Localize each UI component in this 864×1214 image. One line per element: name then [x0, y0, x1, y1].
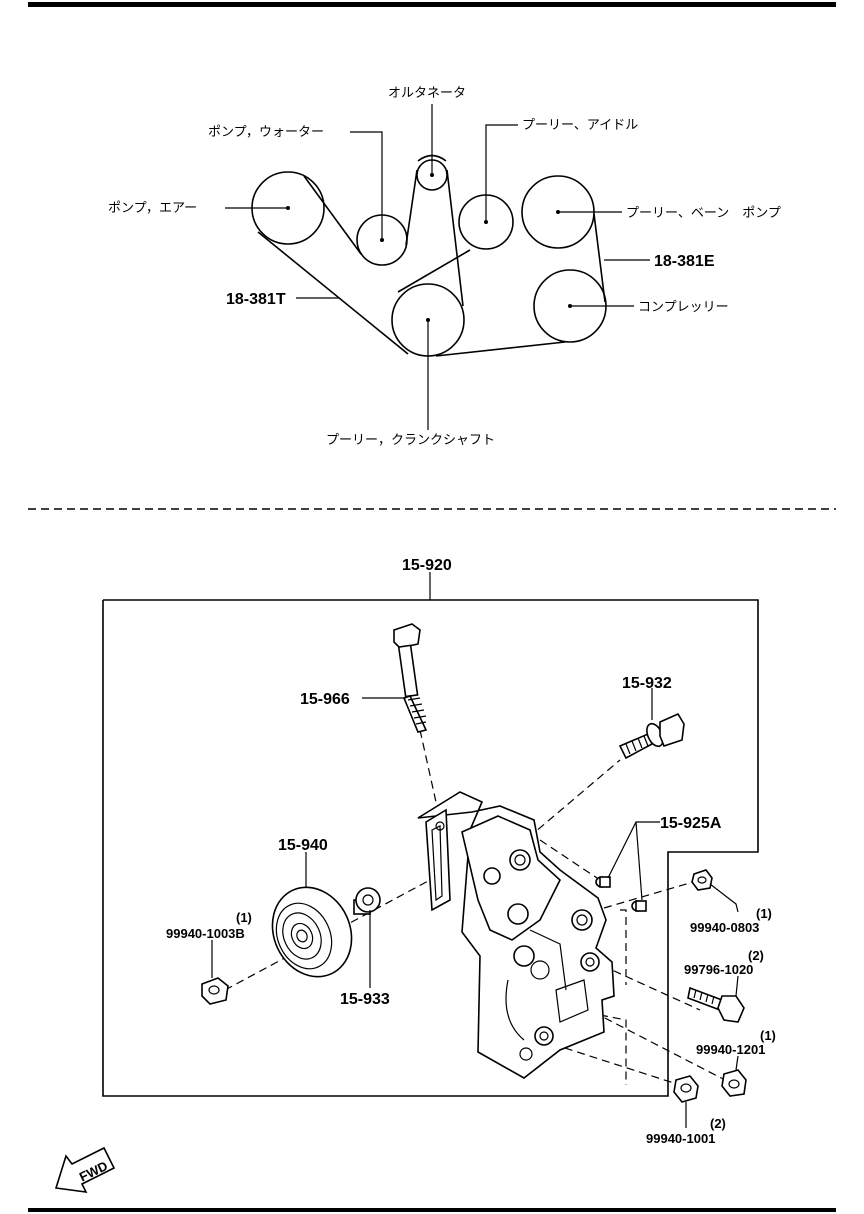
nut-right-top-label: 99940-0803 — [690, 920, 759, 935]
spacer-label: 15-933 — [340, 991, 390, 1008]
flange-bolt — [618, 712, 685, 760]
long-bolt — [393, 623, 428, 733]
nut-left-label: 99940-1003B — [166, 926, 245, 941]
belt-e-lower — [435, 341, 566, 357]
dowels — [595, 876, 647, 912]
vane-pump-pulley-label: プーリー、ベーン ポンプ — [626, 206, 781, 221]
compressor-pulley-label: コンプレッリー — [638, 300, 729, 315]
crankshaft-pulley-label: プーリー，クランクシャフト — [326, 433, 495, 448]
bottom-border — [28, 1208, 836, 1212]
bolt-right-label: 99796-1020 — [684, 962, 753, 977]
dowels-label: 15-925A — [660, 815, 722, 832]
nut-right-mid — [721, 1069, 747, 1097]
belt-t-lower — [257, 231, 409, 355]
belt-e-right — [593, 213, 606, 303]
assembly-label: 15-920 — [402, 557, 452, 574]
water-pump-label: ポンプ，ウォーター — [208, 125, 324, 140]
nut-right-mid-label: 99940-1201 — [696, 1042, 765, 1057]
belt-e-upper — [397, 249, 471, 293]
assembly-frame — [102, 599, 759, 1097]
air-pump-label: ポンプ，エアー — [108, 201, 197, 216]
nut-left-qty: (1) — [236, 910, 252, 925]
exploded-view: 15-920 15-966 15-932 — [54, 557, 776, 1193]
nut-right-mid-qty: (1) — [760, 1028, 776, 1043]
flange-bolt-label: 15-932 — [622, 675, 672, 692]
nut-left — [201, 977, 229, 1005]
belt-e-label: 18-381E — [654, 253, 715, 270]
tensioner-bracket — [417, 791, 615, 1079]
belt-t-label: 18-381T — [226, 291, 286, 308]
idler-pulley-part-label: 15-940 — [278, 837, 328, 854]
idler-pulley-label: プーリー、アイドル — [522, 118, 638, 133]
long-bolt-label: 15-966 — [300, 691, 350, 708]
nut-bottom-qty: (2) — [710, 1116, 726, 1131]
fwd-arrow-icon: FWD — [54, 1146, 116, 1193]
nut-bottom-label: 99940-1001 — [646, 1131, 715, 1146]
bolt-right-qty: (2) — [748, 948, 764, 963]
belt-diagram: オルタネータ ポンプ，ウォーター プーリー、アイドル ポンプ，エアー プーリー、… — [108, 86, 781, 448]
top-border — [28, 2, 836, 7]
spacer — [353, 887, 381, 915]
bolt-right — [687, 986, 745, 1023]
idler-pulley-part — [271, 886, 353, 978]
nut-right-top-qty: (1) — [756, 906, 772, 921]
nut-right-top — [691, 869, 713, 891]
nut-bottom — [673, 1075, 699, 1103]
alternator-label: オルタネータ — [388, 86, 466, 101]
